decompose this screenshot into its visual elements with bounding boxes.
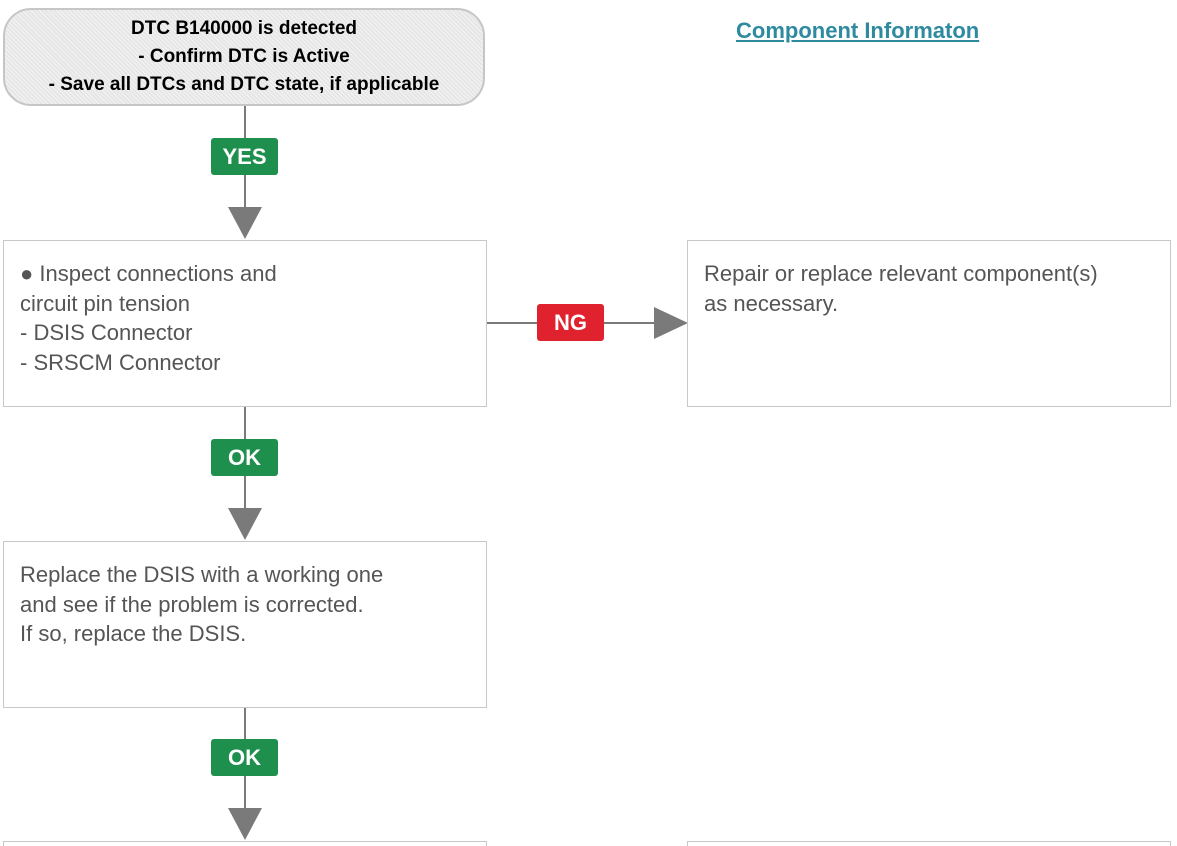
start-node-line: - Save all DTCs and DTC state, if applic…	[48, 74, 440, 95]
step-text-line: - DSIS Connector	[20, 320, 193, 345]
repair-component-box: Repair or replace relevant component(s) …	[687, 240, 1171, 407]
component-information-link[interactable]: Component Informaton	[736, 18, 980, 43]
start-node: DTC B140000 is detected - Confirm DTC is…	[3, 8, 485, 106]
ok-badge[interactable]: OK	[211, 739, 278, 776]
start-node-line: DTC B140000 is detected	[131, 18, 357, 39]
arrow-down-icon	[228, 808, 262, 840]
arrow-down-icon	[228, 508, 262, 540]
ng-badge[interactable]: NG	[537, 304, 604, 341]
step-text-line: Replace the DSIS with a working one	[20, 562, 384, 587]
repair-text-line: as necessary.	[704, 290, 839, 316]
step-text-line: circuit pin tension	[20, 290, 190, 316]
step-text-line: ● Inspect connections and	[20, 261, 277, 286]
ok-badge[interactable]: OK	[211, 439, 278, 476]
step-text-line: If so, replace the DSIS.	[20, 621, 247, 646]
replace-dsis-step: Replace the DSIS with a working one and …	[3, 541, 487, 708]
next-step-box	[3, 841, 487, 846]
arrow-down-icon	[228, 207, 262, 239]
inspect-connections-step: ● Inspect connections and circuit pin te…	[3, 240, 487, 407]
next-side-box	[687, 841, 1171, 846]
arrow-right-icon	[654, 307, 688, 339]
yes-badge[interactable]: YES	[211, 138, 278, 175]
step-text-line: - SRSCM Connector	[20, 349, 221, 375]
start-node-line: - Confirm DTC is Active	[138, 46, 350, 67]
step-text-line: and see if the problem is corrected.	[20, 591, 364, 617]
repair-text-line: Repair or replace relevant component(s)	[704, 261, 1098, 286]
